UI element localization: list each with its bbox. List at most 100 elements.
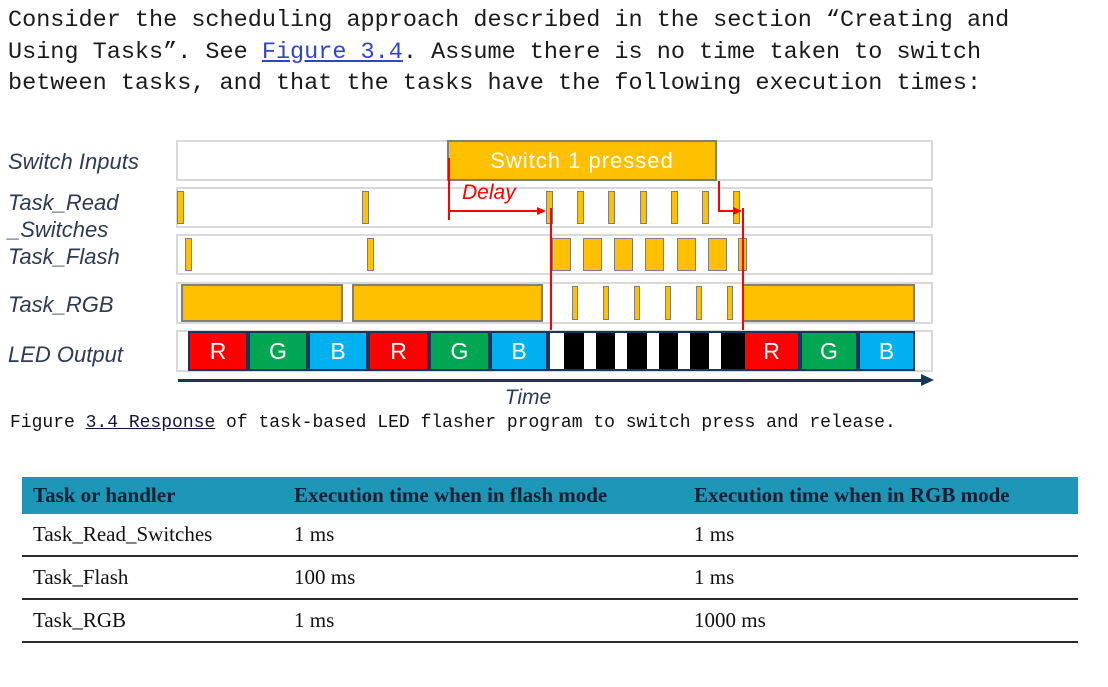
table-row: Task_RGB 1 ms 1000 ms (22, 599, 1078, 643)
header-flash-mode: Execution time when in flash mode (294, 477, 694, 514)
led-on-stripe (647, 333, 659, 369)
table-row: Task_Flash 100 ms 1 ms (22, 556, 1078, 600)
intro-paragraph: Consider the scheduling approach describ… (8, 5, 1009, 100)
led-on-stripe (615, 333, 627, 369)
time-axis-arrowhead (921, 374, 934, 386)
led-flash-pattern (548, 331, 745, 371)
led-output-segment-red: R (188, 331, 248, 371)
red-marker-line (742, 208, 744, 330)
led-output-segment-green: G (800, 331, 858, 371)
task-read-execution-tick (640, 191, 647, 224)
row-label-task-read-line1: Task_Read (8, 190, 119, 215)
table-header-row: Task or handler Execution time when in f… (22, 477, 1078, 514)
time-axis-label: Time (504, 386, 552, 409)
led-off-stripe (564, 333, 584, 369)
row-label-led-output: LED Output (8, 342, 123, 367)
intro-line-3: between tasks, and that the tasks have t… (8, 70, 982, 97)
red-arrow-line (718, 210, 736, 212)
task-rgb-execution-tick (727, 286, 733, 320)
task-flash-execution-block (645, 238, 664, 271)
cell-flash-time: 100 ms (294, 556, 694, 600)
led-letter: R (209, 337, 227, 364)
led-off-stripe (690, 333, 709, 369)
task-read-execution-tick (546, 191, 553, 224)
cell-task-name: Task_Flash (22, 556, 294, 600)
red-arrowhead (733, 207, 742, 215)
led-letter: G (269, 337, 287, 364)
task-read-execution-tick (577, 191, 584, 224)
led-output-segment-red: R (368, 331, 429, 371)
task-rgb-execution-block (181, 284, 343, 322)
led-output-segment-blue: B (490, 331, 548, 371)
led-off-stripe (659, 333, 678, 369)
task-rgb-execution-tick (603, 286, 609, 320)
task-read-execution-tick (608, 191, 615, 224)
red-marker-line (448, 158, 450, 220)
led-on-stripe (584, 333, 596, 369)
led-output-segment-blue: B (308, 331, 368, 371)
task-read-execution-tick (362, 191, 369, 224)
cell-task-name: Task_RGB (22, 599, 294, 643)
task-rgb-execution-tick (665, 286, 671, 320)
led-output-segment-green: G (248, 331, 308, 371)
switch-pressed-label: Switch 1 pressed (490, 147, 674, 173)
led-off-stripe (627, 333, 647, 369)
intro-line-2-pre: Using Tasks”. See (8, 38, 262, 66)
red-marker-line (718, 181, 720, 212)
execution-time-table: Task or handler Execution time when in f… (22, 477, 1078, 643)
timeline-row-task-read-switches (176, 187, 933, 228)
caption-pre: Figure (10, 413, 86, 433)
task-flash-execution-block (677, 238, 696, 271)
led-letter: B (511, 337, 527, 364)
cell-rgb-time: 1 ms (694, 556, 1078, 600)
task-rgb-execution-tick (696, 286, 702, 320)
caption-post: of task-based LED flasher program to swi… (215, 413, 896, 433)
task-rgb-execution-tick (634, 286, 640, 320)
task-read-execution-tick (671, 191, 678, 224)
row-label-task-read-line2: _Switches (8, 217, 109, 242)
led-on-stripe (678, 333, 690, 369)
led-on-stripe (709, 333, 721, 369)
intro-line-1: Consider the scheduling approach describ… (8, 7, 1010, 34)
led-on-stripe (550, 333, 564, 369)
time-axis-line (178, 379, 921, 382)
intro-line-2-post: . Assume there is no time taken to switc… (402, 38, 982, 66)
header-task-or-handler: Task or handler (22, 477, 294, 514)
led-letter: G (450, 337, 469, 364)
task-read-execution-tick (177, 191, 184, 224)
row-label-switch-inputs: Switch Inputs (8, 149, 139, 174)
task-flash-execution-block (552, 238, 571, 271)
task-rgb-execution-tick (572, 286, 578, 320)
led-letter: G (820, 337, 838, 364)
led-output-segment-blue: B (858, 331, 915, 371)
task-flash-execution-tick (185, 238, 192, 271)
row-label-task-rgb: Task_RGB (8, 292, 114, 317)
cell-rgb-time: 1 ms (694, 514, 1078, 557)
task-read-execution-tick (702, 191, 709, 224)
table-row: Task_Read_Switches 1 ms 1 ms (22, 514, 1078, 557)
figure-3-4-link[interactable]: Figure 3.4 (261, 38, 403, 66)
row-label-task-flash: Task_Flash (8, 244, 120, 269)
led-off-stripe (596, 333, 615, 369)
delay-label: Delay (462, 181, 516, 204)
cell-flash-time: 1 ms (294, 514, 694, 557)
red-arrow-line (448, 210, 540, 212)
cell-flash-time: 1 ms (294, 599, 694, 643)
task-flash-execution-block (614, 238, 633, 271)
switch-pressed-block (447, 140, 717, 181)
caption-link[interactable]: 3.4 Response (85, 413, 216, 433)
task-flash-execution-tick (367, 238, 374, 271)
led-output-segment-red: R (743, 331, 800, 371)
figure-caption: Figure 3.4 Response of task-based LED fl… (10, 413, 896, 433)
cell-task-name: Task_Read_Switches (22, 514, 294, 557)
red-arrowhead (537, 207, 546, 215)
led-letter: B (330, 337, 346, 364)
intro-line-2: Using Tasks”. See Figure 3.4. Assume the… (8, 37, 1009, 69)
led-letter: R (390, 337, 407, 364)
task-rgb-execution-block (742, 284, 915, 322)
red-marker-line (550, 208, 552, 330)
led-letter: R (763, 337, 780, 364)
header-rgb-mode: Execution time when in RGB mode (694, 477, 1078, 514)
